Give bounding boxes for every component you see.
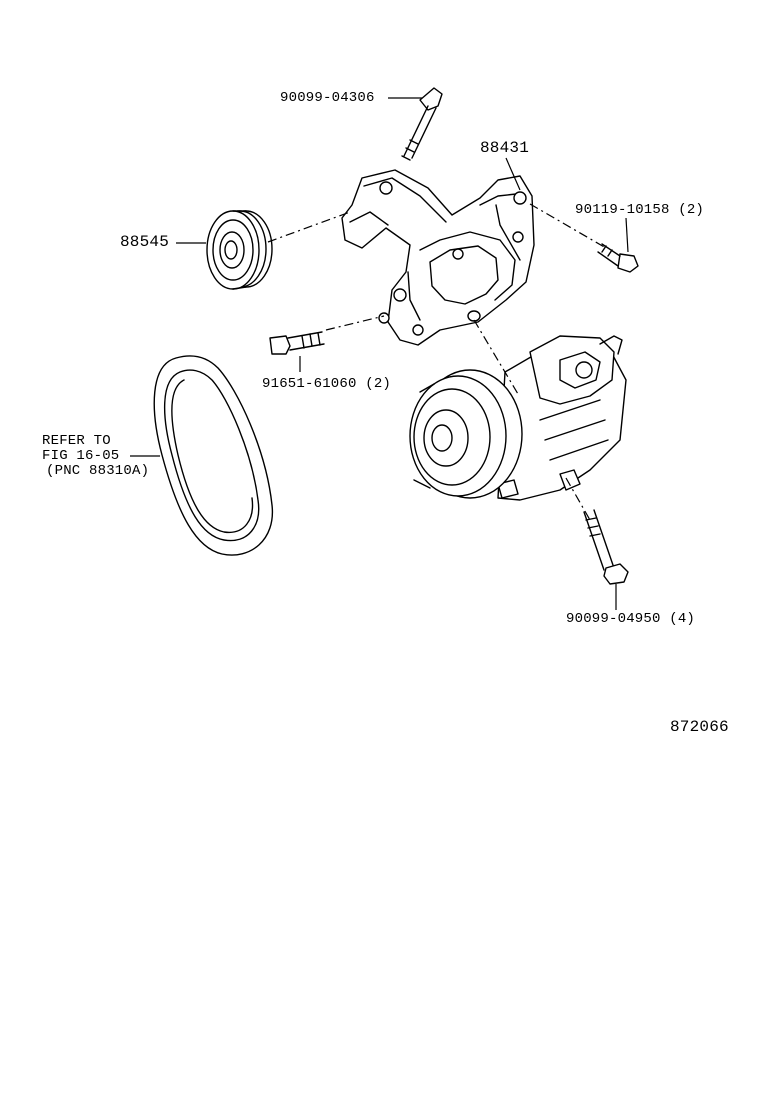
callout-bolt-bottom: 90099-04950 (4) <box>566 611 696 627</box>
bolt-right <box>597 243 639 273</box>
drive-belt <box>153 355 274 556</box>
illustration-number: 872066 <box>670 718 729 736</box>
callout-bolt-top: 90099-04306 <box>280 90 375 106</box>
callout-bolt-left: 91651-61060 (2) <box>262 376 392 392</box>
callout-belt-reference-line3: (PNC 88310A) <box>46 463 150 479</box>
ac-compressor <box>409 335 627 501</box>
leader-lines <box>130 97 629 610</box>
callout-bracket: 88431 <box>480 139 530 157</box>
assembly-lines <box>267 203 607 521</box>
idler-pulley <box>206 210 273 290</box>
compressor-bracket <box>341 169 535 346</box>
callout-belt-reference-line1: REFER TO <box>42 433 111 449</box>
bolt-top <box>401 87 443 161</box>
callout-belt-reference-line2: FIG 16-05 <box>42 448 120 464</box>
bolt-bottom <box>583 509 629 585</box>
bolt-left <box>269 331 325 355</box>
callout-bolt-right: 90119-10158 (2) <box>575 202 705 218</box>
callout-idler-pulley: 88545 <box>120 233 170 251</box>
